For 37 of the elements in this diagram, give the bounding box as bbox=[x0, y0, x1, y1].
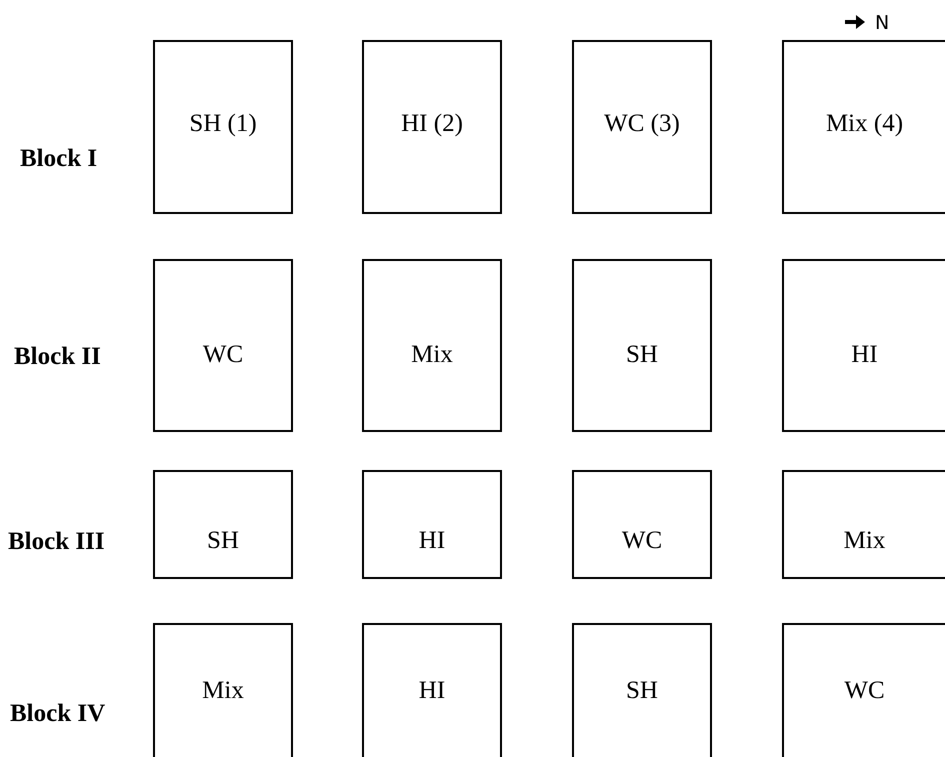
treatment-label: HI bbox=[418, 527, 446, 555]
treatment-label: SH bbox=[206, 527, 240, 555]
north-label: N bbox=[875, 12, 890, 34]
plot-box bbox=[572, 259, 712, 432]
plot-box bbox=[782, 259, 945, 432]
block-label: Block I bbox=[20, 145, 98, 173]
block-label: Block III bbox=[8, 528, 105, 556]
plot-box bbox=[782, 470, 945, 579]
treatment-label: WC bbox=[202, 341, 244, 369]
treatment-label: HI bbox=[418, 677, 446, 705]
treatment-label: HI bbox=[850, 341, 879, 369]
treatment-label: WC bbox=[620, 527, 664, 555]
plot-box bbox=[153, 623, 293, 757]
plot-box bbox=[572, 623, 712, 757]
treatment-label: Mix bbox=[842, 527, 886, 555]
treatment-label: SH bbox=[625, 677, 659, 705]
treatment-label: Mix (4) bbox=[824, 110, 904, 138]
treatment-label: Mix bbox=[201, 677, 245, 705]
plot-box bbox=[362, 470, 502, 579]
plot-box bbox=[782, 40, 945, 214]
treatment-label: WC (3) bbox=[603, 110, 681, 138]
plot-box bbox=[362, 40, 502, 214]
plot-box bbox=[572, 40, 712, 214]
treatment-label: HI (2) bbox=[400, 110, 464, 138]
treatment-label: SH (1) bbox=[188, 110, 258, 138]
plot-box bbox=[572, 470, 712, 579]
plot-box bbox=[362, 623, 502, 757]
plot-box bbox=[782, 623, 945, 757]
block-label: Block II bbox=[14, 343, 101, 371]
plot-box bbox=[153, 470, 293, 579]
plot-box bbox=[362, 259, 502, 432]
block-label: Block IV bbox=[10, 700, 106, 728]
plot-box bbox=[153, 259, 293, 432]
treatment-label: WC bbox=[843, 677, 886, 705]
treatment-label: SH bbox=[625, 341, 659, 369]
plot-box bbox=[153, 40, 293, 214]
treatment-label: Mix bbox=[410, 341, 454, 369]
